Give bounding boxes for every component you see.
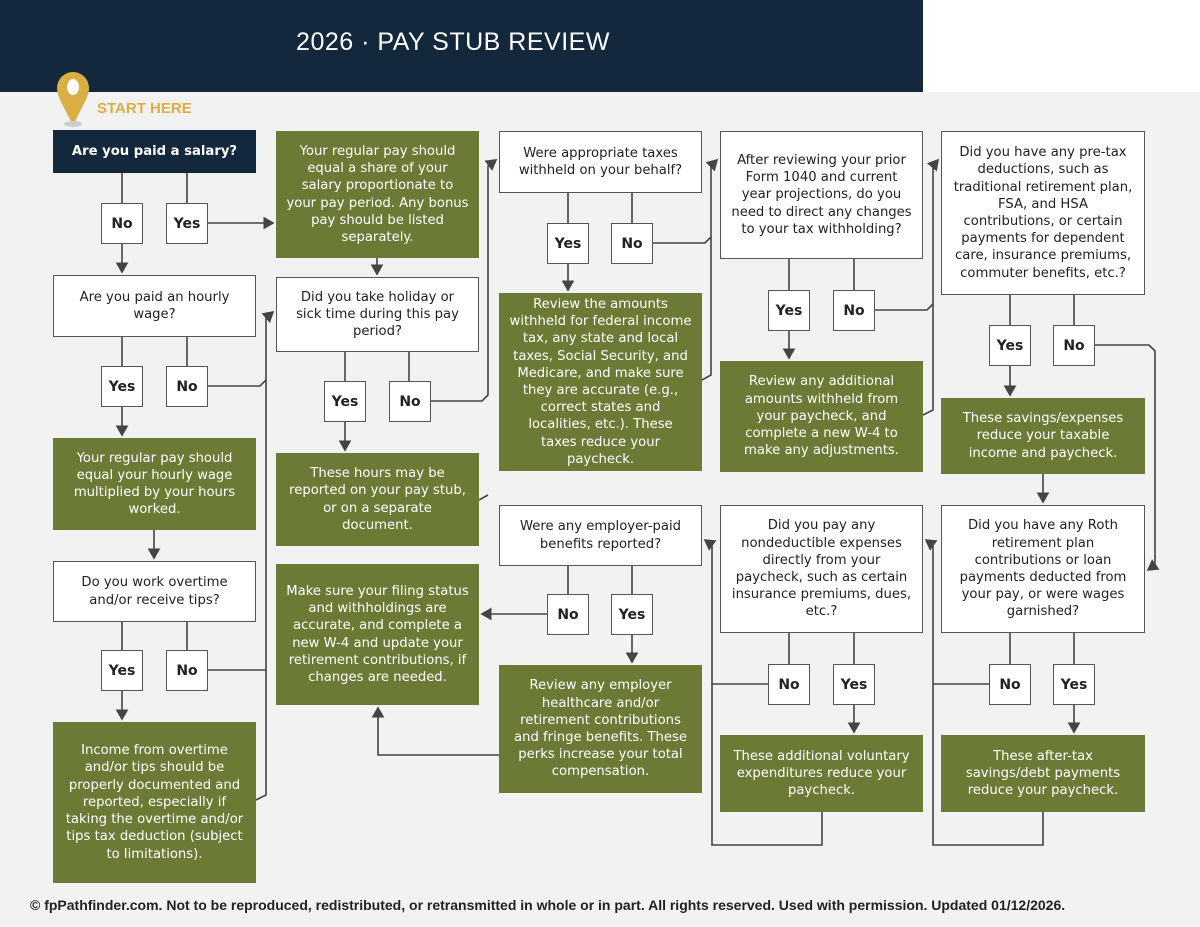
copyright-footer: © fpPathfinder.com. Not to be reproduced… (30, 897, 1066, 913)
question-roth: Did you have any Roth retirement plan co… (941, 505, 1145, 633)
answer-yes: Yes (101, 366, 143, 407)
answer-no: No (547, 594, 589, 635)
answer-yes: Yes (989, 325, 1031, 366)
answer-no: No (833, 290, 875, 331)
answer-no: No (768, 664, 810, 705)
info-taxes: Review the amounts withheld for federal … (499, 293, 702, 471)
answer-yes: Yes (324, 381, 366, 422)
answer-yes: Yes (768, 290, 810, 331)
answer-no: No (989, 664, 1031, 705)
answer-yes: Yes (611, 594, 653, 635)
info-employer-benefits: Review any employer healthcare and/or re… (499, 665, 702, 793)
question-nondeductible: Did you pay any nondeductible expenses d… (720, 505, 923, 633)
page-title: 2026 · PAY STUB REVIEW (296, 28, 610, 56)
answer-yes: Yes (547, 223, 589, 264)
question-taxes: Were appropriate taxes withheld on your … (499, 131, 702, 193)
location-pin-icon (57, 72, 89, 127)
info-nondeductible: These additional voluntary expenditures … (720, 735, 923, 812)
question-salary: Are you paid a salary? (53, 130, 256, 173)
answer-no: No (611, 223, 653, 264)
question-withholding: After reviewing your prior Form 1040 and… (720, 131, 923, 259)
info-hours: These hours may be reported on your pay … (276, 453, 479, 546)
question-holiday: Did you take holiday or sick time during… (276, 277, 479, 352)
question-overtime: Do you work overtime and/or receive tips… (53, 561, 256, 622)
info-filing-status: Make sure your filing status and withhol… (276, 564, 479, 705)
info-hourly-pay: Your regular pay should equal your hourl… (53, 438, 256, 530)
info-roth: These after-tax savings/debt payments re… (941, 735, 1145, 812)
answer-yes: Yes (833, 664, 875, 705)
question-hourly: Are you paid an hourly wage? (53, 275, 256, 337)
start-here-label: START HERE (97, 100, 192, 117)
answer-no: No (101, 203, 143, 244)
answer-yes: Yes (1053, 664, 1095, 705)
answer-no: No (1053, 325, 1095, 366)
info-withholding: Review any additional amounts withheld f… (720, 361, 923, 472)
answer-yes: Yes (101, 650, 143, 691)
answer-no: No (166, 366, 208, 407)
answer-yes: Yes (166, 203, 208, 244)
question-employer-benefits: Were any employer-paid benefits reported… (499, 505, 702, 566)
info-pretax: These savings/expenses reduce your taxab… (941, 398, 1145, 474)
answer-no: No (166, 650, 208, 691)
info-overtime: Income from overtime and/or tips should … (53, 722, 256, 883)
info-salary: Your regular pay should equal a share of… (276, 131, 479, 258)
header-logo-area (923, 0, 1200, 92)
question-pretax: Did you have any pre-tax deductions, suc… (941, 131, 1145, 295)
header-bar (0, 0, 923, 92)
answer-no: No (389, 381, 431, 422)
